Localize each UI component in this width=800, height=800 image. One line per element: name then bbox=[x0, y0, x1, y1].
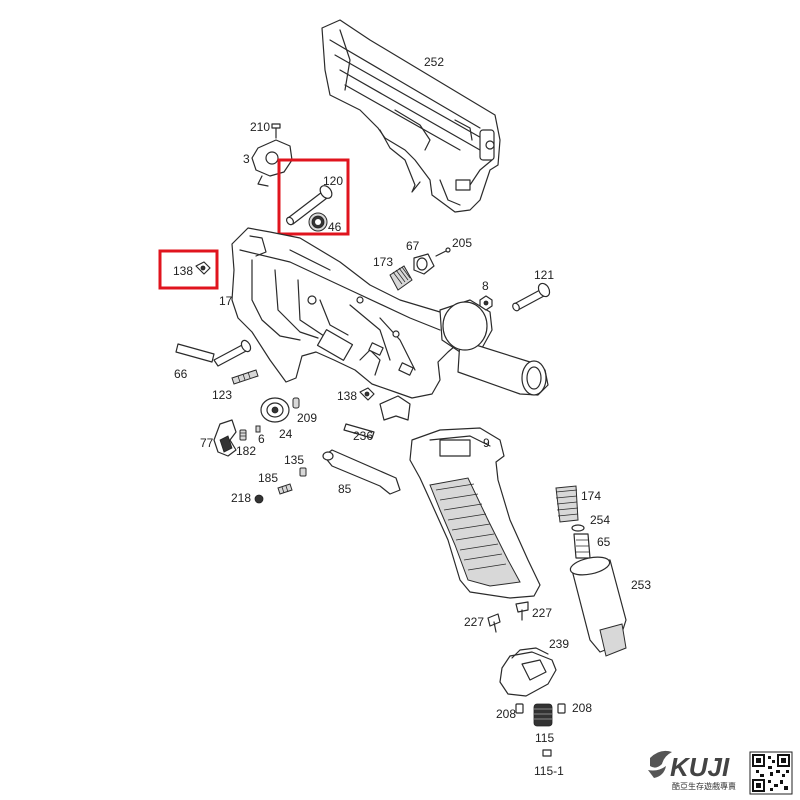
lower-receiver-part-17 bbox=[231, 227, 463, 399]
pinion-part-65 bbox=[573, 533, 591, 559]
spring-part-173 bbox=[389, 265, 413, 291]
part-label-65: 65 bbox=[597, 535, 611, 549]
motor-plate-part-239 bbox=[499, 647, 557, 697]
part-label-254: 254 bbox=[590, 513, 610, 527]
screw-part-210 bbox=[271, 123, 281, 139]
part-label-138-top: 138 bbox=[173, 264, 193, 278]
block-part-115-1 bbox=[542, 749, 552, 757]
part-label-17: 17 bbox=[219, 294, 233, 308]
part-label-205: 205 bbox=[452, 236, 472, 250]
part-label-253: 253 bbox=[631, 578, 651, 592]
pin-part-121 bbox=[512, 282, 551, 312]
part-label-185: 185 bbox=[258, 471, 278, 485]
part-label-123: 123 bbox=[212, 388, 232, 402]
qr-code bbox=[749, 751, 793, 795]
motor-part-253 bbox=[569, 556, 627, 657]
buffer-tube-assembly bbox=[439, 299, 549, 396]
part-label-208-right: 208 bbox=[572, 701, 592, 715]
part-label-218: 218 bbox=[231, 491, 251, 505]
spring-part-209 bbox=[292, 397, 300, 409]
part-label-239: 239 bbox=[549, 637, 569, 651]
part-label-46: 46 bbox=[328, 220, 342, 234]
spring-part-123 bbox=[231, 369, 259, 385]
screw-part-227-left bbox=[487, 613, 501, 633]
part-label-9: 9 bbox=[483, 436, 490, 450]
selector-lever-part-3 bbox=[251, 139, 293, 187]
pin-part-236 bbox=[343, 423, 375, 439]
part-label-115-1: 115-1 bbox=[534, 764, 564, 778]
part-label-67: 67 bbox=[406, 239, 420, 253]
part-label-208-left: 208 bbox=[496, 707, 516, 721]
nut-part-8 bbox=[479, 295, 493, 311]
pin-part-66 bbox=[175, 339, 252, 367]
part-label-85: 85 bbox=[338, 482, 352, 496]
spring-part-185 bbox=[277, 483, 293, 495]
trigger-part-77 bbox=[213, 419, 237, 457]
ring-part-254 bbox=[571, 524, 585, 532]
pin-part-205 bbox=[435, 247, 451, 257]
bolt-catch-part bbox=[379, 395, 411, 421]
pin-part-6 bbox=[255, 425, 261, 433]
part-label-6: 6 bbox=[258, 432, 265, 446]
kuji-logo: KUJI 酷亞生存遊戲專賣 bbox=[648, 750, 736, 791]
part-label-77: 77 bbox=[200, 436, 214, 450]
part-label-227-right: 227 bbox=[532, 606, 552, 620]
part-label-210: 210 bbox=[250, 120, 270, 134]
part-label-138-bottom: 138 bbox=[337, 389, 357, 403]
nut-part-218 bbox=[254, 494, 264, 504]
screw-part-208-right bbox=[557, 703, 566, 714]
knob-part-24 bbox=[260, 397, 290, 423]
screw-part-138-bottom bbox=[359, 387, 375, 401]
pin-part-120 bbox=[285, 185, 333, 226]
part-label-135: 135 bbox=[284, 453, 304, 467]
part-label-8: 8 bbox=[482, 279, 489, 293]
screw-part-227-right bbox=[515, 601, 529, 621]
part-label-182: 182 bbox=[236, 444, 256, 458]
part-label-3: 3 bbox=[243, 152, 250, 166]
spring-part-46 bbox=[308, 212, 328, 232]
brand-name: KUJI bbox=[670, 752, 730, 782]
gearbox-part-252 bbox=[321, 19, 501, 213]
nut-part-67 bbox=[413, 253, 435, 275]
trigger-guard-part-85 bbox=[322, 449, 401, 495]
spring-part-115 bbox=[533, 703, 553, 727]
part-label-236: 236 bbox=[353, 429, 373, 443]
spring-part-182 bbox=[239, 429, 247, 441]
screw-part-208-left bbox=[515, 703, 524, 714]
highlight-box-138 bbox=[158, 249, 219, 290]
screw-part-138-top bbox=[195, 261, 211, 275]
part-label-252: 252 bbox=[424, 55, 444, 69]
pistol-grip-part-9 bbox=[409, 427, 541, 599]
part-label-121: 121 bbox=[534, 268, 554, 282]
spring-part-174 bbox=[555, 485, 579, 523]
part-label-120: 120 bbox=[323, 174, 343, 188]
part-label-115: 115 bbox=[535, 731, 554, 745]
brand-tagline: 酷亞生存遊戲專賣 bbox=[672, 781, 736, 791]
part-label-174: 174 bbox=[581, 489, 601, 503]
highlight-box-120-46 bbox=[277, 158, 350, 236]
part-label-209: 209 bbox=[297, 411, 317, 425]
part-label-24: 24 bbox=[279, 427, 293, 441]
part-label-173: 173 bbox=[373, 255, 393, 269]
part-label-227-left: 227 bbox=[464, 615, 484, 629]
screw-part-135 bbox=[299, 467, 307, 477]
part-label-66: 66 bbox=[174, 367, 188, 381]
